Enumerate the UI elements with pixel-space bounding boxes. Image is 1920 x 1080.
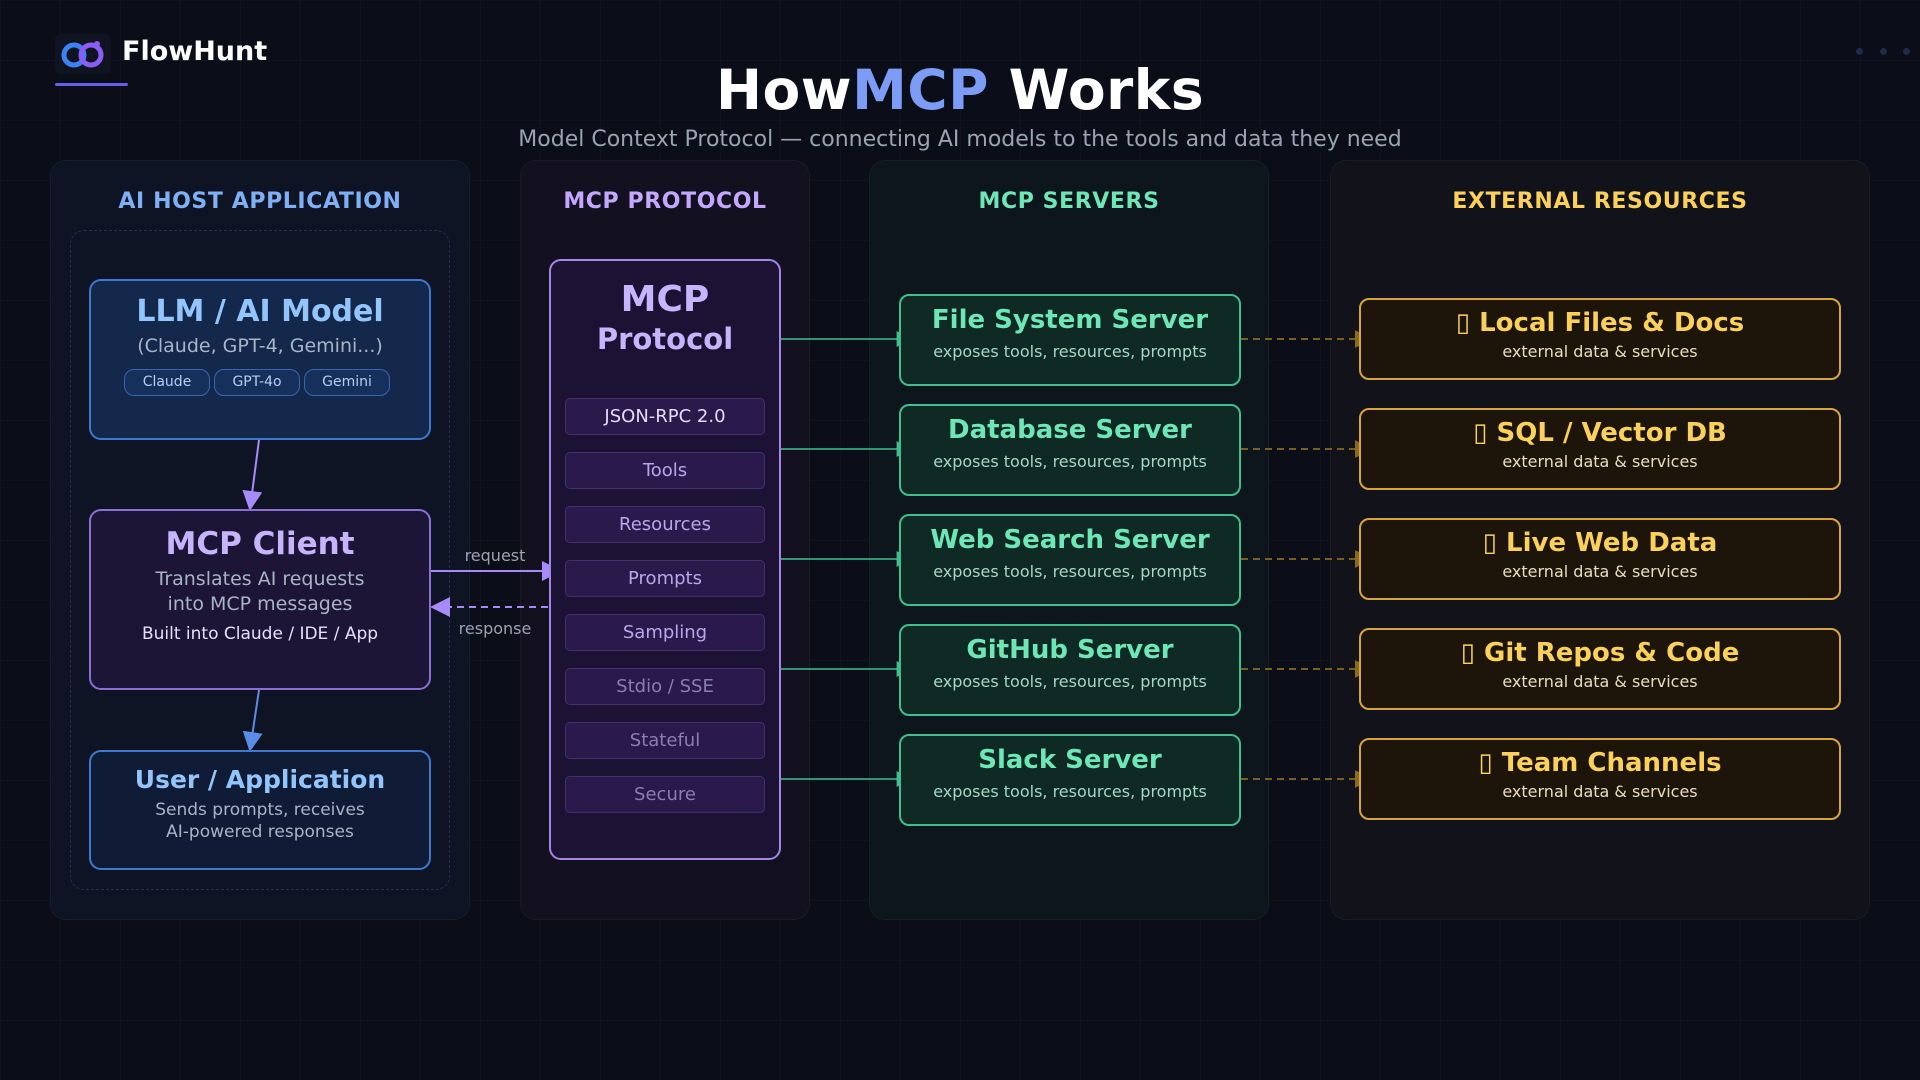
resource-desc: external data & services [1502, 562, 1698, 581]
protocol-item-secure: Secure [565, 776, 765, 813]
missing-glyph-icon: ▯ [1478, 748, 1493, 778]
host-dashed-container [70, 230, 450, 890]
server-file-system: File System Server exposes tools, resour… [899, 294, 1241, 386]
server-database: Database Server exposes tools, resources… [899, 404, 1241, 496]
protocol-item-prompts: Prompts [565, 560, 765, 597]
protocol-column-heading: MCP PROTOCOL [563, 189, 767, 214]
server-name: GitHub Server [966, 635, 1174, 665]
mcp-client-line2: into MCP messages [167, 593, 353, 615]
server-web-search: Web Search Server exposes tools, resourc… [899, 514, 1241, 606]
server-desc: exposes tools, resources, prompts [933, 672, 1207, 691]
server-name: Slack Server [978, 745, 1162, 775]
protocol-item-resources: Resources [565, 506, 765, 543]
mcp-protocol-box: MCP Protocol [549, 259, 781, 860]
resource-name: SQL / Vector DB [1496, 418, 1727, 448]
resource-desc: external data & services [1502, 672, 1698, 691]
chip-claude: Claude [124, 369, 210, 396]
server-github: GitHub Server exposes tools, resources, … [899, 624, 1241, 716]
servers-column-heading: MCP SERVERS [978, 189, 1160, 214]
brand-underline [55, 83, 128, 86]
chip-gemini: Gemini [304, 369, 390, 396]
protocol-item-sampling: Sampling [565, 614, 765, 651]
resource-team-channels: ▯ Team Channels external data & services [1359, 738, 1841, 820]
resource-local-files: ▯ Local Files & Docs external data & ser… [1359, 298, 1841, 380]
protocol-title-protocol: Protocol [596, 322, 734, 356]
brand-name: FlowHunt [122, 36, 268, 67]
user-app-line1: Sends prompts, receives [155, 800, 365, 820]
decor-dot [1903, 48, 1910, 55]
resource-live-web-data: ▯ Live Web Data external data & services [1359, 518, 1841, 600]
server-name: Database Server [947, 415, 1192, 445]
user-application-card: User / Application Sends prompts, receiv… [89, 750, 431, 870]
server-name: File System Server [931, 305, 1209, 335]
user-app-line2: AI-powered responses [166, 822, 354, 842]
resource-desc: external data & services [1502, 782, 1698, 801]
protocol-title-mcp: MCP [620, 279, 710, 320]
host-column-heading: AI HOST APPLICATION [118, 189, 402, 214]
resource-name: Live Web Data [1506, 528, 1718, 558]
missing-glyph-icon: ▯ [1473, 418, 1488, 448]
resource-name: Git Repos & Code [1484, 638, 1740, 668]
llm-title: LLM / AI Model [136, 294, 384, 329]
request-label: request [464, 546, 526, 565]
missing-glyph-icon: ▯ [1482, 528, 1497, 558]
server-slack: Slack Server exposes tools, resources, p… [899, 734, 1241, 826]
chip-gpt4o: GPT-4o [214, 369, 300, 396]
server-desc: exposes tools, resources, prompts [933, 562, 1207, 581]
protocol-item-stateful: Stateful [565, 722, 765, 759]
server-name: Web Search Server [930, 525, 1210, 555]
page-subtitle: Model Context Protocol — connecting AI m… [518, 127, 1402, 152]
decor-dot [1880, 48, 1887, 55]
missing-glyph-icon: ▯ [1460, 638, 1475, 668]
resource-sql-vector-db: ▯ SQL / Vector DB external data & servic… [1359, 408, 1841, 490]
server-desc: exposes tools, resources, prompts [933, 342, 1207, 361]
server-desc: exposes tools, resources, prompts [933, 452, 1207, 471]
mcp-client-line3: Built into Claude / IDE / App [141, 624, 379, 644]
title-mcp: MCP [852, 58, 989, 122]
response-label: response [458, 619, 532, 638]
resource-desc: external data & services [1502, 342, 1698, 361]
resource-name: Local Files & Docs [1479, 308, 1745, 338]
llm-subtitle: (Claude, GPT-4, Gemini...) [137, 335, 383, 357]
protocol-item-stdio-sse: Stdio / SSE [565, 668, 765, 705]
mcp-client-line1: Translates AI requests [155, 568, 365, 590]
llm-card: LLM / AI Model (Claude, GPT-4, Gemini...… [89, 279, 431, 440]
title-works: Works [988, 58, 1205, 122]
page-title: HowMCP Works [0, 58, 1920, 122]
server-desc: exposes tools, resources, prompts [933, 782, 1207, 801]
flowhunt-logo-icon [55, 34, 111, 74]
resources-column-heading: EXTERNAL RESOURCES [1452, 189, 1748, 214]
resource-name: Team Channels [1501, 748, 1722, 778]
decor-dot [1856, 48, 1863, 55]
resource-desc: external data & services [1502, 452, 1698, 471]
protocol-item-jsonrpc: JSON-RPC 2.0 [565, 398, 765, 435]
user-app-title: User / Application [134, 765, 386, 794]
title-how: How [715, 58, 853, 122]
protocol-item-tools: Tools [565, 452, 765, 489]
missing-glyph-icon: ▯ [1455, 308, 1471, 338]
mcp-client-title: MCP Client [165, 526, 355, 562]
resource-git-repos: ▯ Git Repos & Code external data & servi… [1359, 628, 1841, 710]
mcp-client-card: MCP Client Translates AI requests into M… [89, 509, 431, 690]
